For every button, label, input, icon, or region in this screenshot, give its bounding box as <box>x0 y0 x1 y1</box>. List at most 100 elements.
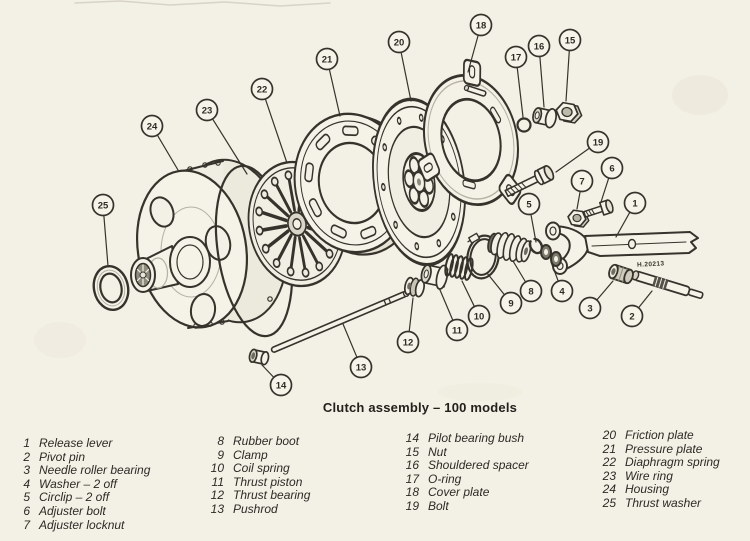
svg-text:11: 11 <box>452 325 463 336</box>
part-number: 13 <box>210 501 224 516</box>
part-label: Cover plate <box>428 485 490 500</box>
circlip-part <box>528 237 544 255</box>
parts-list-item: 1 Release lever <box>10 436 205 451</box>
svg-text:14: 14 <box>276 380 287 391</box>
callout-24: 24 <box>140 114 179 171</box>
drawing-reference: H.20213 <box>637 260 665 268</box>
part-number: 17 <box>405 471 419 486</box>
svg-text:22: 22 <box>257 84 268 95</box>
part-number: 5 <box>23 490 30 505</box>
svg-text:21: 21 <box>322 54 333 65</box>
parts-list-item: 13 Pushrod <box>204 501 399 517</box>
part-label: Pilot bearing bush <box>428 431 525 445</box>
shouldered-spacer-part <box>532 107 557 129</box>
clamp-part <box>466 232 500 280</box>
svg-text:8: 8 <box>528 286 533 297</box>
svg-text:19: 19 <box>593 137 604 148</box>
part-number: 11 <box>211 474 224 489</box>
callout-3: 3 <box>578 280 614 320</box>
parts-list-item: 14 Pilot bearing bush <box>399 431 599 446</box>
callout-22: 22 <box>250 77 288 164</box>
parts-list-item: 7 Adjuster locknut <box>10 517 205 533</box>
part-label: Clamp <box>233 447 268 462</box>
part-label: Washer – 2 off <box>39 476 117 491</box>
svg-text:10: 10 <box>474 311 485 322</box>
part-number: 3 <box>23 463 30 478</box>
part-number: 8 <box>217 434 224 448</box>
thrust-washer-part <box>92 264 130 312</box>
part-label: Pushrod <box>233 501 278 516</box>
parts-list-item: 16 Shouldered spacer <box>399 458 599 473</box>
part-number: 1 <box>23 436 30 450</box>
part-label: Bolt <box>428 498 449 513</box>
part-number: 7 <box>23 517 30 532</box>
svg-text:23: 23 <box>202 105 213 116</box>
callout-8: 8 <box>512 260 543 303</box>
part-label: Circlip – 2 off <box>39 490 110 505</box>
part-number: 20 <box>602 428 616 442</box>
svg-text:2: 2 <box>629 311 634 322</box>
svg-text:13: 13 <box>356 362 367 373</box>
svg-text:7: 7 <box>579 176 584 187</box>
washers-part <box>540 244 562 267</box>
part-number: 4 <box>23 476 30 491</box>
part-number: 24 <box>602 482 616 497</box>
part-label: Pressure plate <box>625 441 703 456</box>
part-label: Thrust bearing <box>233 488 311 503</box>
part-number: 25 <box>602 495 616 510</box>
part-label: Coil spring <box>233 461 290 476</box>
callout-13: 13 <box>342 323 373 379</box>
svg-text:24: 24 <box>147 121 158 132</box>
part-number: 23 <box>602 468 616 483</box>
callout-20: 20 <box>387 30 412 102</box>
paper-stains <box>34 75 728 401</box>
parts-list-item: 10 Coil spring <box>204 461 399 476</box>
housing-part <box>130 158 289 329</box>
callout-18: 18 <box>467 13 493 73</box>
part-number: 16 <box>405 458 419 473</box>
callout-5: 5 <box>517 192 541 243</box>
needle-bearing-part <box>608 263 634 285</box>
svg-text:18: 18 <box>476 20 487 31</box>
cover-plate-part <box>416 57 524 207</box>
part-number: 10 <box>210 461 224 476</box>
callout-17: 17 <box>504 45 528 118</box>
svg-text:1: 1 <box>632 198 638 209</box>
part-label: Diaphragm spring <box>625 455 720 470</box>
svg-text:25: 25 <box>98 200 109 211</box>
part-label: Release lever <box>39 436 113 450</box>
svg-text:17: 17 <box>511 52 522 63</box>
svg-text:16: 16 <box>534 41 545 52</box>
part-label: Adjuster bolt <box>39 503 106 518</box>
part-label: Rubber boot <box>233 434 300 448</box>
part-number: 21 <box>602 441 616 456</box>
callout-15: 15 <box>558 28 582 102</box>
parts-list-item: 25 Thrust washer <box>596 495 748 511</box>
part-label: Needle roller bearing <box>39 463 151 478</box>
part-label: Shouldered spacer <box>428 458 529 473</box>
callout-12: 12 <box>396 297 420 354</box>
parts-list-item: 8 Rubber boot <box>204 434 399 449</box>
callout-14: 14 <box>261 364 293 397</box>
bolt-part <box>504 165 555 198</box>
callout-19: 19 <box>555 130 610 173</box>
part-label: Adjuster locknut <box>39 517 125 532</box>
clutch-exploded-diagram: H.20213 <box>34 0 728 401</box>
svg-text:9: 9 <box>508 298 513 309</box>
callout-25: 25 <box>91 193 115 267</box>
part-label: Thrust washer <box>625 495 702 510</box>
svg-text:3: 3 <box>587 303 592 314</box>
part-label: Friction plate <box>625 428 694 442</box>
part-number: 14 <box>405 431 419 445</box>
release-lever-part: H.20213 <box>545 221 699 275</box>
